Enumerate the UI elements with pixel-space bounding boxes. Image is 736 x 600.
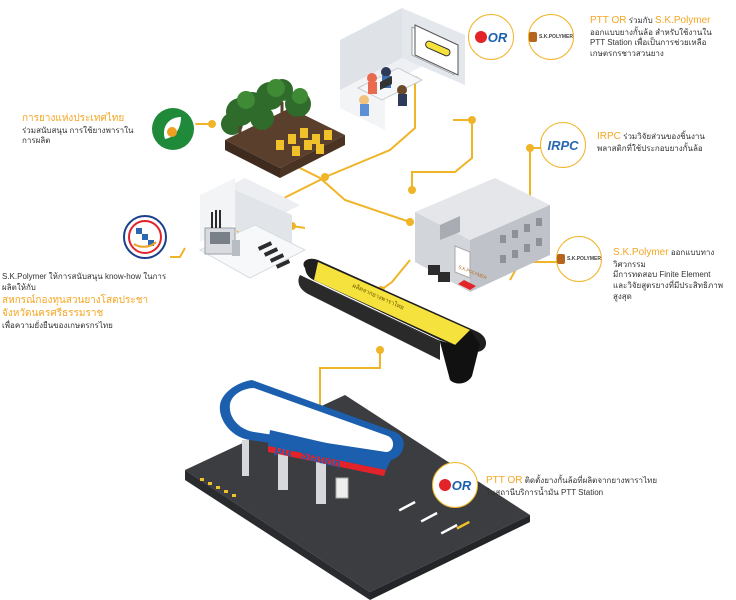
- irpc-text-block: IRPC ร่วมวิจัยส่วนของชิ้นงาน พลาสติกที่ใ…: [597, 130, 732, 154]
- rubber-authority-text-block: การยางแห่งประเทศไทย ร่วมสนับสนุน การใช้ย…: [22, 112, 147, 147]
- irpc-title: IRPC: [597, 131, 621, 142]
- projector-screen-rubber-icon: [414, 24, 459, 76]
- ptt-or-sk-text-block: PTT OR ร่วมกับ S.K.Polymer ออกแบบยางกั้น…: [590, 14, 730, 60]
- station-sign-ptt: ptt: [273, 439, 295, 459]
- cooperative-name1: สหกรณ์กองทุนสวนยางโสตประชา: [2, 294, 149, 306]
- sk-polymer-icon: [529, 32, 537, 42]
- ptt-or-desc-line2: PTT Station เพื่อเป็นการช่วยเหลือ: [590, 38, 707, 48]
- irpc-desc-line1: ร่วมวิจัยส่วนของชิ้นงาน: [623, 132, 705, 141]
- sk-design-line1: ออกแบบทางวิศวกรรม: [613, 248, 715, 269]
- sk-polymer-logo-right: S.K.POLYMER: [556, 236, 602, 282]
- sk-polymer-logo-text: S.K.POLYMER: [539, 34, 573, 40]
- ptt-or-desc-line3: เกษตรกรชาวสวนยาง: [590, 49, 664, 59]
- irpc-logo-text: IRPC: [547, 137, 579, 153]
- cooperative-line1: S.K.Polymer ให้การสนับสนุน know-how ในกา…: [2, 272, 167, 292]
- rubber-authority-title: การยางแห่งประเทศไทย: [22, 113, 125, 124]
- joiner-text: ร่วมกับ: [628, 16, 653, 25]
- sk-polymer-logo-text: S.K.POLYMER: [567, 256, 601, 262]
- irpc-logo: IRPC: [540, 122, 586, 168]
- ptt-or-station-desc2: ในสถานีบริการน้ำมัน PTT Station: [486, 487, 604, 497]
- sk-design-line3: และวิจัยสูตรยางที่มีประสิทธิภาพสูงสุด: [613, 281, 723, 301]
- rubber-authority-logo: [150, 106, 196, 152]
- cooperative-text-block: S.K.Polymer ให้การสนับสนุน know-how ในกา…: [2, 272, 177, 331]
- ptt-or-desc-line1: ออกแบบยางกั้นล้อ สำหรับใช้งานใน: [590, 27, 712, 37]
- rubber-plantation-illustration: [221, 79, 345, 178]
- production-room-illustration: [198, 178, 307, 279]
- ptt-or-icon: [474, 31, 487, 43]
- sk-polymer-factory-illustration: [415, 178, 550, 292]
- ptt-or-station-desc1: ติดตั้งยางกั้นล้อที่ผลิตจากยางพาราไทย: [524, 476, 658, 485]
- sk-polymer-title: S.K.Polymer: [654, 15, 711, 26]
- ptt-or-logo-bottom: OR: [432, 462, 478, 508]
- ptt-station-illustration: [185, 380, 530, 600]
- ptt-or-title: PTT OR: [590, 15, 627, 26]
- irpc-desc-line2: พลาสติกที่ใช้ประกอบยางกั้นล้อ: [597, 143, 703, 153]
- cooperative-seal-icon: [123, 215, 167, 259]
- ptt-or-icon: [438, 479, 451, 491]
- ptt-or-logo-text: OR: [451, 477, 472, 493]
- sk-polymer-icon: [557, 254, 565, 264]
- sk-design-title: S.K.Polymer: [613, 247, 669, 258]
- rubber-authority-leaf-icon: [152, 108, 194, 150]
- ptt-or-logo-text: OR: [487, 29, 508, 45]
- meeting-room-illustration: [340, 8, 465, 130]
- sk-design-line2: มีการทดสอบ Finite Element: [613, 270, 711, 280]
- ptt-or-station-title: PTT OR: [486, 475, 523, 486]
- sk-polymer-logo-top: S.K.POLYMER: [528, 14, 574, 60]
- rubber-authority-desc: ร่วมสนับสนุน การใช้ยางพาราในการผลิต: [22, 125, 134, 146]
- wheel-stop-illustration: [298, 258, 487, 384]
- cooperative-logo: [122, 214, 168, 260]
- ptt-or-station-text-block: PTT OR ติดตั้งยางกั้นล้อที่ผลิตจากยางพาร…: [486, 474, 686, 498]
- ptt-or-logo-top: OR: [468, 14, 514, 60]
- cooperative-line2: เพื่อความยั่งยืนของเกษตรกรไทย: [2, 320, 113, 330]
- cooperative-name2: จังหวัดนครศรีธรรมราช: [2, 308, 104, 320]
- sk-design-text-block: S.K.Polymer ออกแบบทางวิศวกรรม มีการทดสอบ…: [613, 246, 735, 303]
